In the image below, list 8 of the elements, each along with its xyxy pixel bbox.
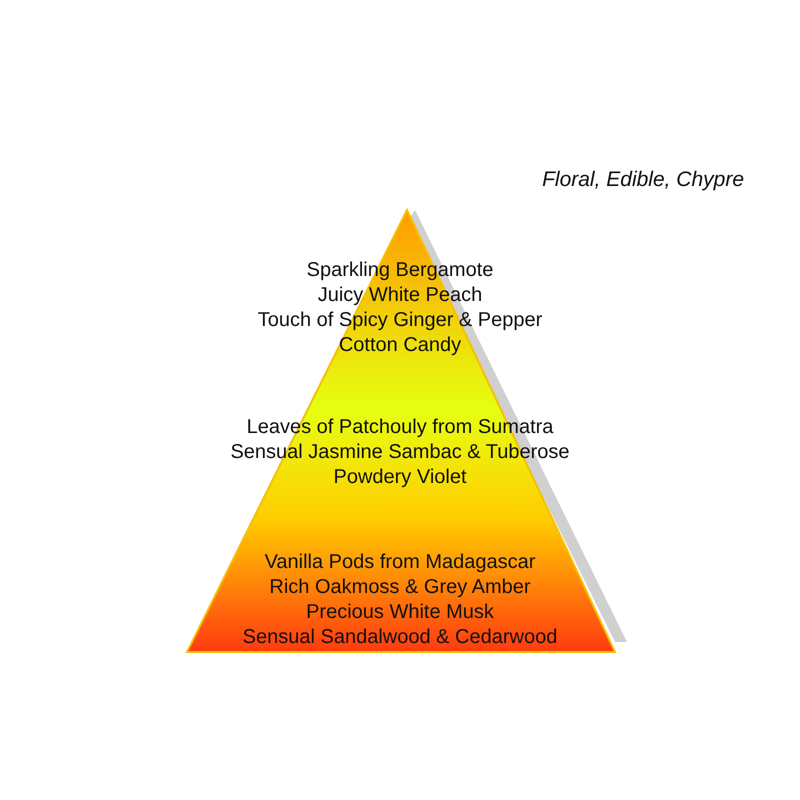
note-text: Rich Oakmoss & Grey Amber <box>269 575 531 599</box>
note-text: Cotton Candy <box>338 333 462 357</box>
pyramid <box>185 208 627 654</box>
fragrance-family-label: Floral, Edible, Chypre <box>542 168 744 192</box>
note-text: Precious White Musk <box>306 600 494 624</box>
note-text: Powdery Violet <box>333 465 467 489</box>
note-text: Vanilla Pods from Madagascar <box>264 550 536 574</box>
note-text: Sensual Sandalwood & Cedarwood <box>242 625 558 649</box>
